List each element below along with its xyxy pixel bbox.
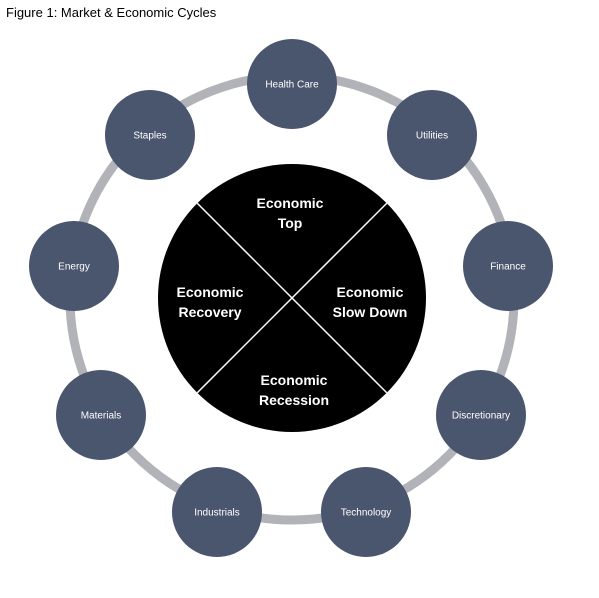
sector-node-utilities: Utilities	[387, 90, 477, 180]
sector-node-circle	[172, 467, 262, 557]
sector-label: Health Care	[265, 80, 319, 91]
sector-node-circle	[387, 90, 477, 180]
sector-node-finance: Finance	[463, 221, 553, 311]
quadrant-label-line: Economic	[261, 372, 328, 388]
sector-node-circle	[321, 467, 411, 557]
sector-label: Industrials	[194, 508, 240, 519]
sector-nodes: Health CareUtilitiesFinanceDiscretionary…	[29, 39, 553, 557]
sector-node-circle	[29, 221, 119, 311]
figure-title: Figure 1: Market & Economic Cycles	[6, 5, 217, 20]
sector-label: Materials	[81, 411, 122, 422]
quadrant-label-line: Economic	[177, 284, 244, 300]
quadrant-label-line: Top	[278, 215, 303, 231]
sector-node-energy: Energy	[29, 221, 119, 311]
sector-label: Utilities	[416, 131, 448, 142]
sector-node-discretionary: Discretionary	[436, 370, 526, 460]
sector-node-circle	[56, 370, 146, 460]
sector-node-circle	[105, 90, 195, 180]
sector-label: Energy	[58, 262, 90, 273]
sector-label: Finance	[490, 262, 526, 273]
quadrant-label-line: Recession	[259, 392, 329, 408]
sector-node-technology: Technology	[321, 467, 411, 557]
sector-label: Staples	[133, 131, 166, 142]
sector-label: Discretionary	[452, 411, 510, 422]
quadrant-label-line: Economic	[257, 195, 324, 211]
sector-label: Technology	[341, 508, 392, 519]
quadrant-label-line: Recovery	[178, 304, 241, 320]
sector-node-circle	[436, 370, 526, 460]
sector-node-staples: Staples	[105, 90, 195, 180]
quadrant-label-line: Economic	[337, 284, 404, 300]
sector-node-circle	[463, 221, 553, 311]
quadrant-label-line: Slow Down	[333, 304, 408, 320]
sector-node-health-care: Health Care	[247, 39, 337, 129]
sector-node-industrials: Industrials	[172, 467, 262, 557]
quadrant-divider	[196, 202, 388, 394]
sector-node-materials: Materials	[56, 370, 146, 460]
sector-node-circle	[247, 39, 337, 129]
